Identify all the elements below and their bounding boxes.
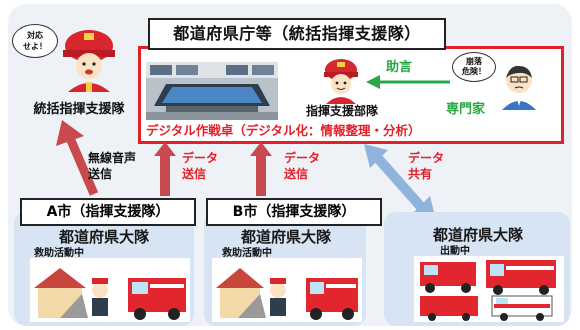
unit-b-status: 救助活動中 [222,248,272,259]
radio-arrow [56,120,99,196]
general-speech-bubble: 対応 せよ！ [12,24,58,58]
advice-label: 助言 [386,60,413,75]
command-unit-label: 指揮支援部隊 [305,104,378,118]
unit-a-status: 救助活動中 [34,248,84,259]
war-table-label: デジタル作戦卓（デジタル化：情報整理・分析） [146,123,421,138]
unit-a-title: 都道府県大隊 [58,228,149,246]
rescue-scene-b [212,258,362,322]
general-unit-label: 統括指揮支援隊 [33,102,125,117]
data-send-label-1: データ 送信 [182,151,219,181]
expert-person-icon [502,65,536,110]
rescue-scene-a [30,258,190,322]
expert-label: 専門家 [446,102,486,117]
command-firefighter-icon [324,59,358,104]
unit-c-status: 出動中 [440,246,470,257]
war-table-photo [146,62,278,120]
general-firefighter-icon [63,30,115,92]
city-b-label: B市（指揮支援隊） [206,198,382,226]
hq-title: 都道府県庁等（統括指揮支援隊） [148,18,446,50]
unit-c-title: 都道府県大隊 [432,226,523,244]
data-share-label: データ 共有 [408,151,445,181]
unit-b-title: 都道府県大隊 [240,228,331,246]
radio-label: 無線音声 送信 [88,151,137,181]
vehicles-scene-c [414,256,564,322]
data-send-arrow-2 [250,142,272,196]
data-send-arrow-1 [154,142,176,196]
data-send-label-2: データ 送信 [284,151,321,181]
expert-speech-bubble: 崩落 危険！ [452,52,496,82]
advice-arrow [366,75,450,89]
city-a-label: A市（指揮支援隊） [20,198,196,226]
